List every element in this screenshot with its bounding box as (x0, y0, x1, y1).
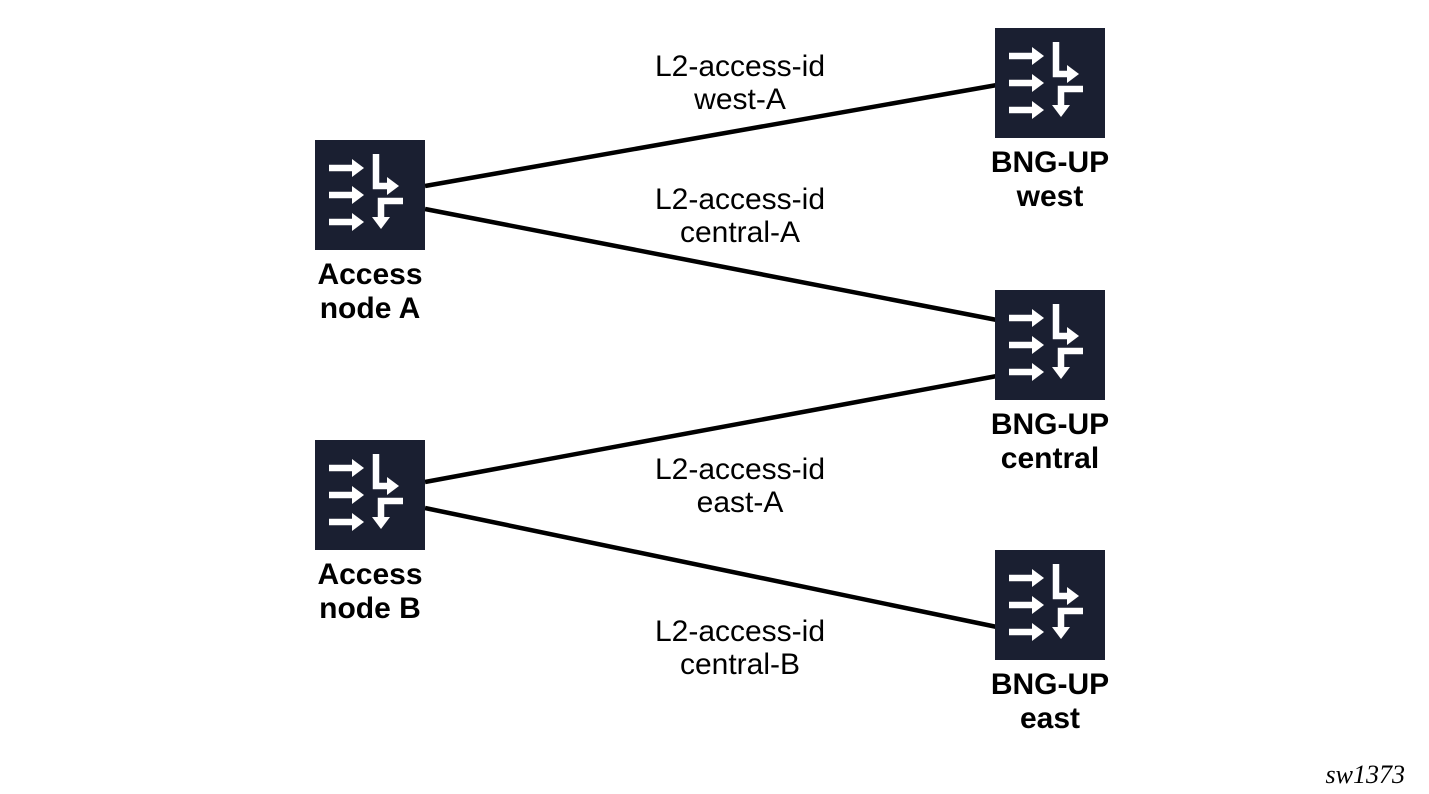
node-access-node-a: Access node A (315, 140, 425, 325)
node-label-line2: node A (319, 292, 421, 325)
node-label-access-node-a: Access node A (317, 258, 422, 326)
node-bng-up-east: BNG-UP east (991, 550, 1109, 735)
node-bng-up-west: BNG-UP west (991, 28, 1109, 213)
link-label-west-a: L2-access-id west-A (590, 50, 890, 116)
switch-arrows-icon (995, 550, 1105, 660)
link-label-line2: central-B (679, 648, 801, 681)
node-label-line1: Access (317, 558, 423, 591)
link-label-line1: L2-access-id (654, 615, 826, 648)
node-label-line1: BNG-UP (990, 146, 1110, 179)
switch-arrows-icon (315, 440, 425, 550)
figure-id-watermark: sw1373 (1325, 760, 1405, 789)
node-label-line2: west (1016, 180, 1084, 213)
switch-arrows-icon (315, 140, 425, 250)
link-label-line1: L2-access-id (654, 50, 826, 83)
link-label-line1: L2-access-id (654, 183, 826, 216)
node-label-bng-up-east: BNG-UP east (991, 668, 1109, 736)
node-label-line1: BNG-UP (990, 408, 1110, 441)
node-label-access-node-b: Access node B (317, 558, 422, 626)
link-label-line2: east-A (696, 486, 784, 519)
link-label-east-a: L2-access-id east-A (590, 453, 890, 519)
node-label-bng-up-west: BNG-UP west (991, 146, 1109, 214)
link-line-central-b (424, 505, 998, 630)
node-label-line1: Access (317, 258, 423, 291)
node-label-line2: east (1019, 702, 1081, 735)
node-bng-up-central: BNG-UP central (991, 290, 1109, 475)
link-label-central-a: L2-access-id central-A (590, 183, 890, 249)
node-label-line1: BNG-UP (990, 668, 1110, 701)
link-label-central-b: L2-access-id central-B (590, 615, 890, 681)
node-label-line2: central (1000, 442, 1100, 475)
link-label-line2: west-A (694, 83, 786, 116)
node-access-node-b: Access node B (315, 440, 425, 625)
link-label-line2: central-A (679, 216, 801, 249)
switch-arrows-icon (995, 290, 1105, 400)
node-label-bng-up-central: BNG-UP central (991, 408, 1109, 476)
node-label-line2: node B (319, 592, 421, 625)
link-label-line1: L2-access-id (654, 453, 826, 486)
switch-arrows-icon (995, 28, 1105, 138)
